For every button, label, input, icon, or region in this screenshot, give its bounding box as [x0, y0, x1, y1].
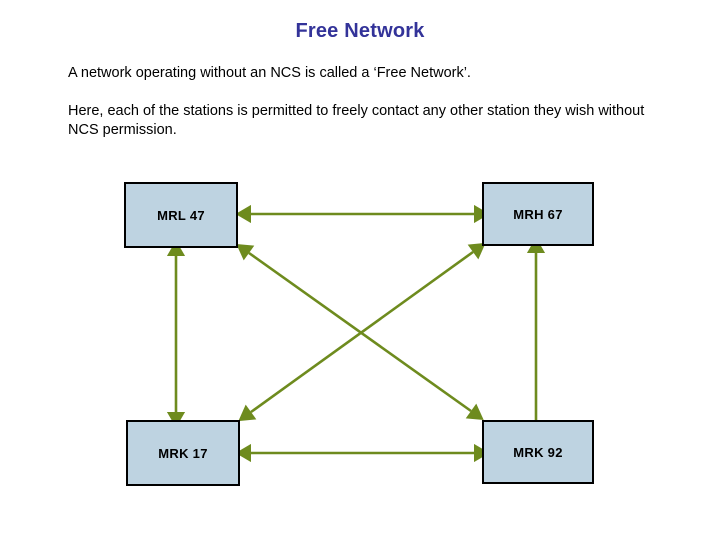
body-paragraph-1: A network operating without an NCS is ca… [68, 65, 471, 81]
node-mrk92-label: MRK 92 [513, 444, 563, 460]
node-mrk17-label: MRK 17 [158, 445, 208, 461]
page-title: Free Network [295, 20, 425, 42]
node-mrl47-label: MRL 47 [157, 207, 205, 223]
arrow-mrk17-mrh67 [238, 242, 486, 422]
node-mrh67[interactable]: MRH 67 [482, 182, 594, 246]
node-mrk17[interactable]: MRK 17 [126, 420, 240, 486]
node-mrl47[interactable]: MRL 47 [124, 182, 238, 248]
node-mrk92[interactable]: MRK 92 [482, 420, 594, 484]
arrow-mrl47-mrk92 [236, 243, 484, 421]
node-mrh67-label: MRH 67 [513, 206, 563, 222]
body-paragraph-2: Here, each of the stations is permitted … [68, 103, 645, 138]
